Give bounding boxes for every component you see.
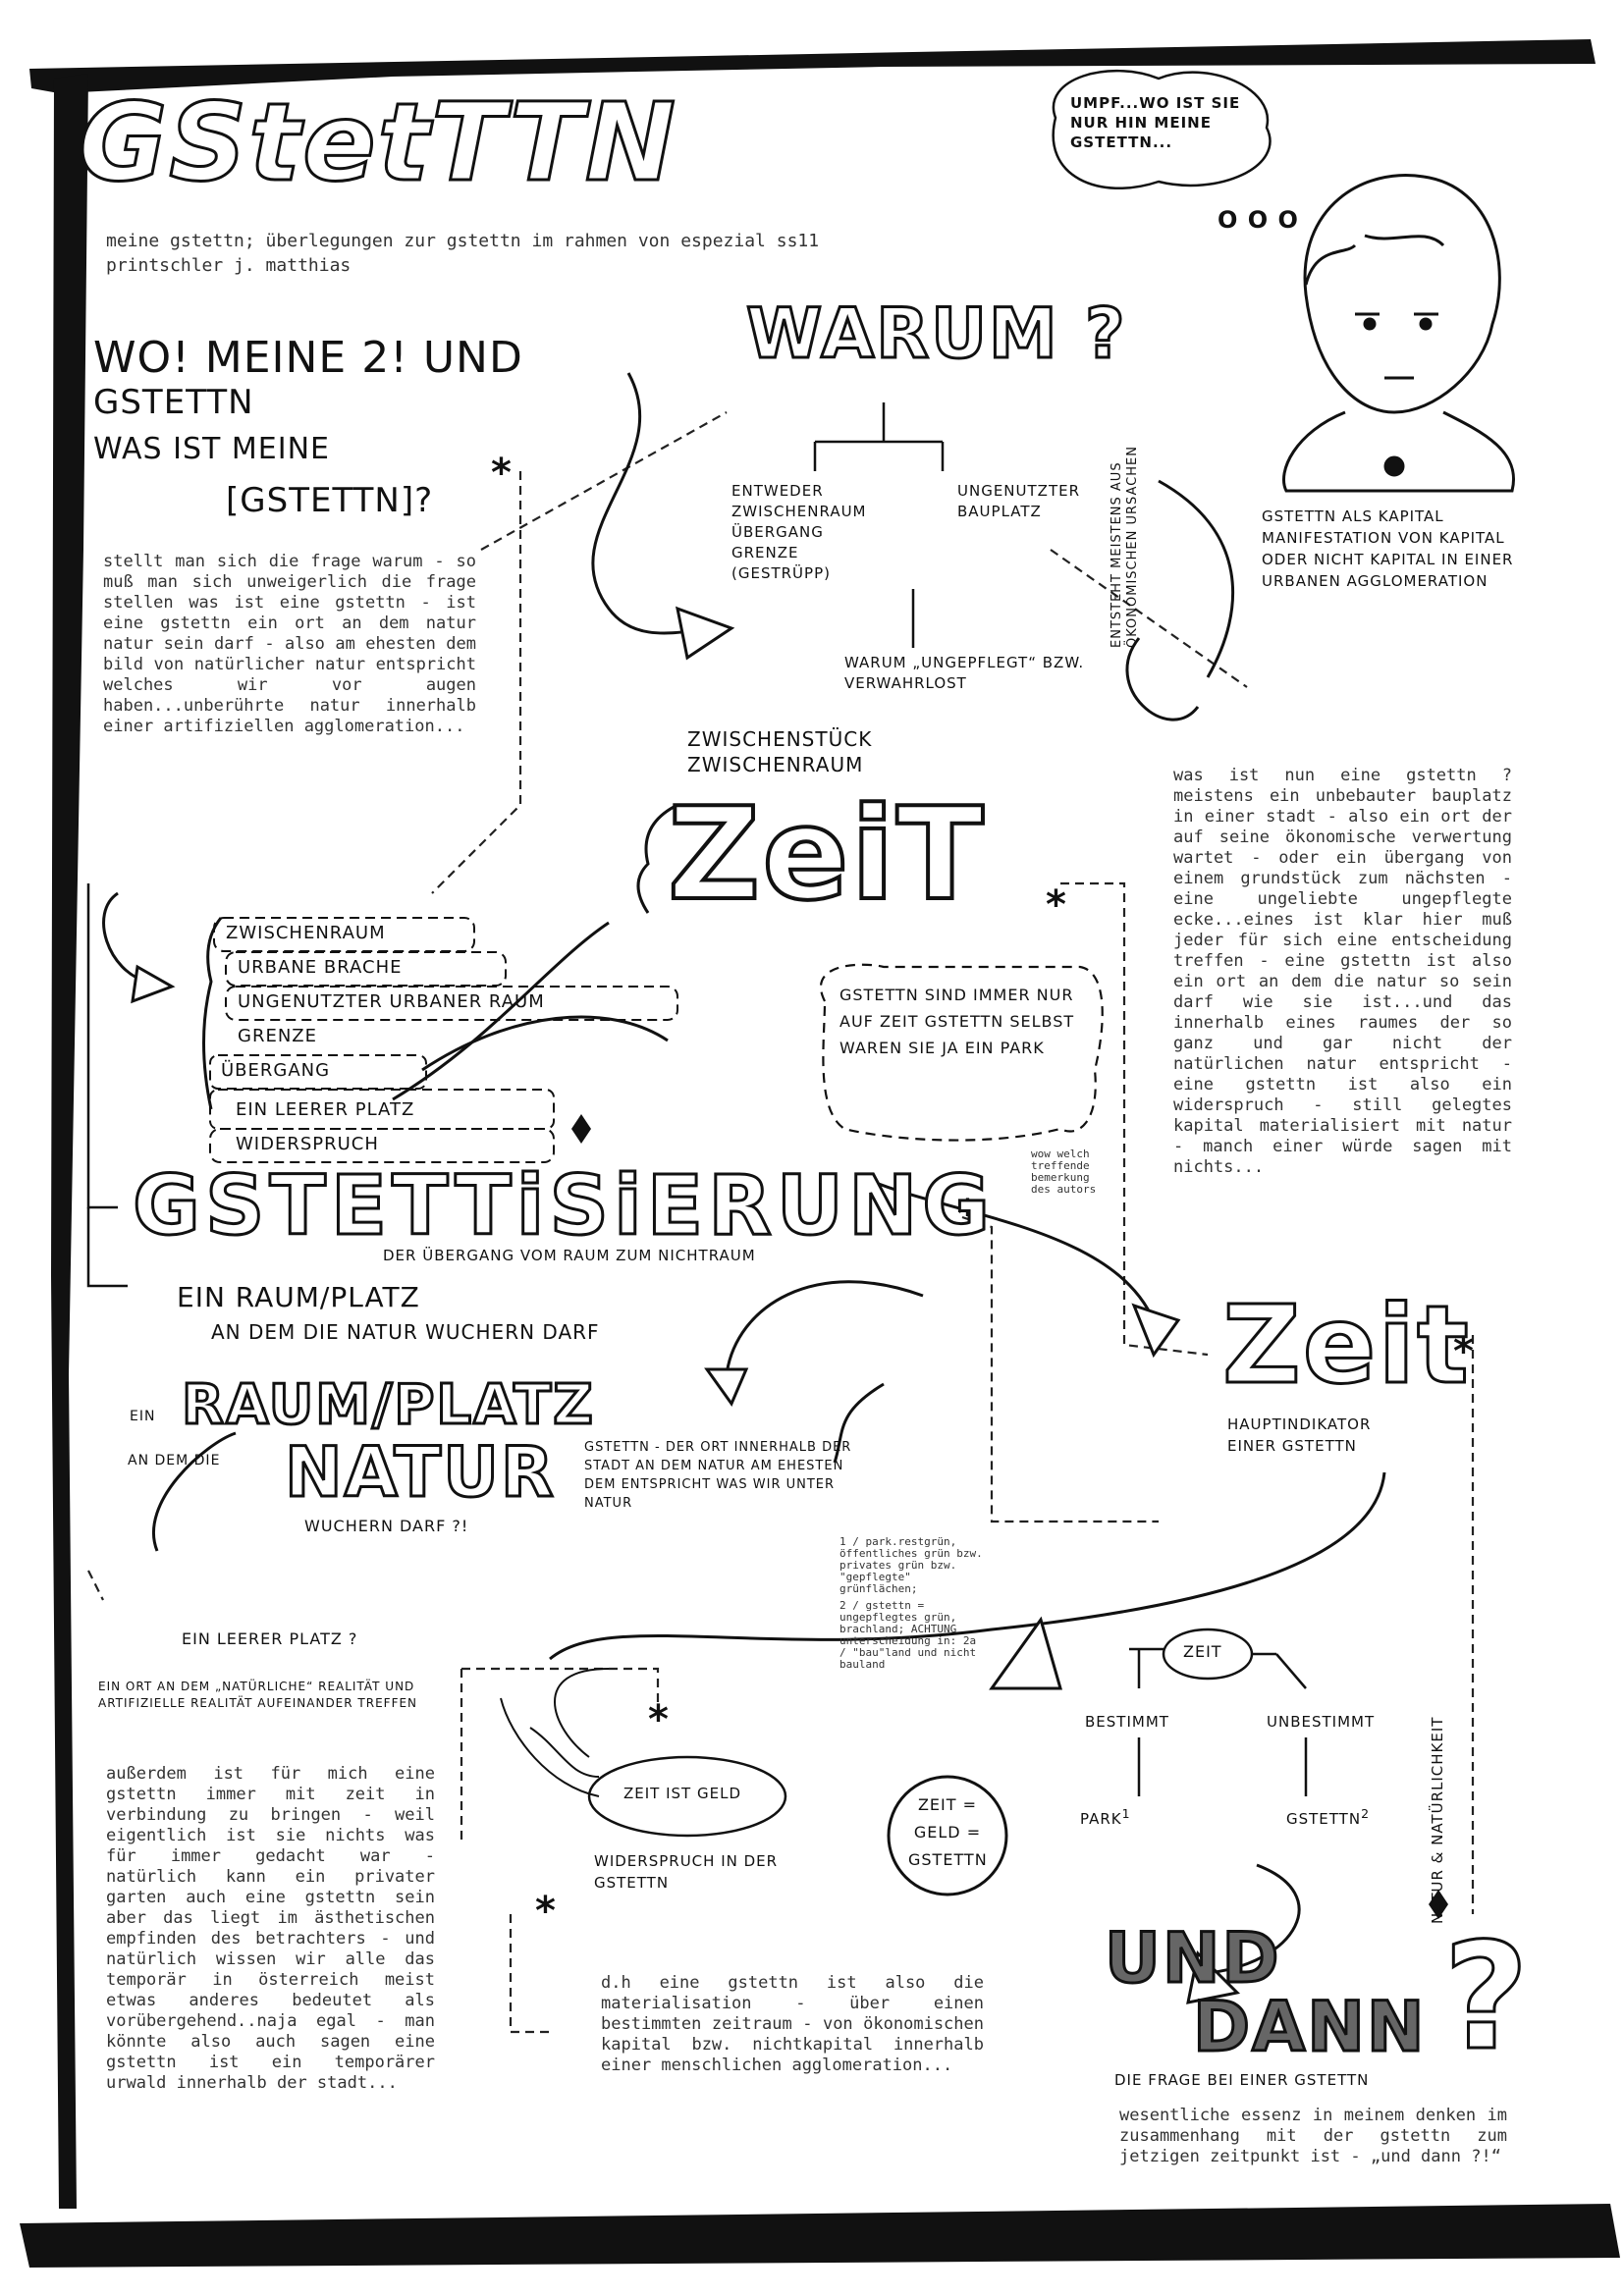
paragraph-zeit: außerdem ist für mich eine gstettn immer… — [106, 1764, 435, 2093]
thought-bubble-text: UMPF...WO IST SIE NUR HIN MEINE GSTETTN.… — [1070, 94, 1241, 151]
park-bubble-text: GSTETTN SIND IMMER NUR AUF ZEIT GSTETTN … — [839, 986, 1075, 1057]
paragraph-was-ist: was ist nun eine gstettn ? meistens ein … — [1173, 766, 1512, 1177]
raum-ein: EIN — [130, 1409, 156, 1424]
zeit-heading: ZeiT — [666, 779, 986, 929]
zeit-geld-circle: ZEIT = GELD = GSTETTN — [908, 1795, 988, 1869]
question-line-3: WAS IST MEINE — [93, 432, 330, 466]
thought-dots: o o o — [1218, 206, 1299, 234]
svg-text:*: * — [535, 1889, 556, 1934]
leerer-platz-box: EIN ORT AN DEM „NATÜRLICHE“ REALITÄT UND… — [98, 1680, 418, 1710]
warum-vertical-note: ENTSTEHT MEISTENS AUS ÖKONOMISCHEN URSAC… — [1110, 446, 1140, 648]
und-dann-question-mark: ? — [1441, 1912, 1532, 2083]
zeit2-subtitle: HAUPTINDIKATOR EINER GSTETTN — [1227, 1415, 1372, 1455]
tree-leaf-right: GSTETTN2 — [1286, 1806, 1371, 1828]
zeit-list-item-7: WIDERSPRUCH — [236, 1134, 379, 1154]
zeit-list-item-3: UNGENUTZTER URBANER RAUM — [238, 991, 545, 1012]
gstettisierung-def-2: AN DEM DIE NATUR WUCHERN DARF — [211, 1320, 600, 1344]
leerer-platz-question: EIN LEERER PLATZ ? — [182, 1629, 358, 1648]
gstettisierung-def-1: EIN RAUM/PLATZ — [177, 1281, 420, 1313]
page-title: GStetTTN — [78, 80, 677, 205]
subtitle-line-2: printschler j. matthias — [106, 255, 352, 276]
raum-right-note: GSTETTN - DER ORT INNERHALB DER STADT AN… — [584, 1440, 852, 1511]
zeit-list-item-1: ZWISCHENRAUM — [226, 923, 386, 943]
kapital-note: GSTETTN ALS KAPITAL MANIFESTATION VON KA… — [1262, 507, 1514, 590]
paragraph-materialisation: d.h eine gstettn ist also die materialis… — [601, 1973, 984, 2075]
natur-heading: NATUR — [284, 1432, 556, 1514]
question-line-2: GSTETTN — [93, 383, 254, 422]
footnote-2: 2 / gstettn = ungepflegtes grün, brachla… — [839, 1599, 977, 1671]
question-line-4: [GSTETTN]? — [226, 481, 434, 520]
tree-leaf-left: PARK1 — [1080, 1806, 1131, 1828]
svg-text:*: * — [1046, 882, 1066, 928]
zeit-ist-geld-oval: ZEIT IST GELD — [623, 1785, 741, 1802]
paragraph-und-dann: wesentliche essenz in meinem denken im z… — [1119, 2106, 1507, 2166]
zeit-list-item-4: GRENZE — [238, 1026, 317, 1046]
und-dann-subtitle: DIE FRAGE BEI EINER GSTETTN — [1114, 2071, 1370, 2089]
widerspruch-note: WIDERSPRUCH IN DER GSTETTN — [594, 1852, 779, 1892]
wow-note: wow welch treffende bemerkung des autors — [1031, 1148, 1097, 1196]
raum-platz-heading: RAUM/PLATZ — [181, 1372, 595, 1438]
gstettisierung-subtitle: DER ÜBERGANG VOM RAUM ZUM NICHTRAUM — [383, 1247, 756, 1264]
warum-branch-left: ENTWEDER ZWISCHENRAUM ÜBERGANG GRENZE (G… — [731, 482, 867, 582]
zwischenstueck-label: ZWISCHENSTÜCK ZWISCHENRAUM — [687, 727, 873, 776]
dann-heading: DANN — [1191, 1987, 1427, 2067]
question-line-1: WO! MEINE 2! UND — [93, 333, 523, 383]
zeit2-heading: Zeit — [1221, 1282, 1471, 1408]
gstettisierung-heading: GSTETTiSiERUNG — [131, 1157, 996, 1255]
zeit-list-item-2: URBANE BRACHE — [238, 957, 403, 978]
warum-branch-right: UNGENUTZTER BAUPLATZ — [957, 482, 1081, 520]
svg-text:*: * — [491, 451, 512, 496]
zeit-list-item-6: EIN LEERER PLATZ — [236, 1099, 415, 1120]
und-heading: UND — [1104, 1918, 1281, 1999]
tree-right: UNBESTIMMT — [1267, 1713, 1376, 1731]
warum-branch-bottom: WARUM „UNGEPFLEGT“ BZW. VERWAHRLOST — [844, 654, 1085, 692]
subtitle-line-1: meine gstettn; überlegungen zur gstettn … — [106, 231, 820, 251]
svg-text:*: * — [957, 1192, 978, 1237]
paragraph-warum: stellt man sich die frage warum - so muß… — [103, 552, 476, 736]
footnote-1: 1 / park.restgrün, öffentliches grün bzw… — [839, 1535, 983, 1595]
warum-heading: WARUM ? — [745, 294, 1127, 375]
tree-root: ZEIT — [1183, 1642, 1222, 1661]
tree-vertical: NATUR & NATÜRLICHKEIT — [1429, 1716, 1446, 1924]
svg-text:*: * — [1453, 1329, 1474, 1374]
svg-text:*: * — [648, 1697, 669, 1742]
zeit-list-item-5: ÜBERGANG — [221, 1060, 331, 1081]
raum-an-dem-die: AN DEM DIE — [128, 1453, 221, 1468]
tree-left: BESTIMMT — [1085, 1713, 1169, 1731]
raum-wuchern: WUCHERN DARF ?! — [304, 1517, 469, 1535]
